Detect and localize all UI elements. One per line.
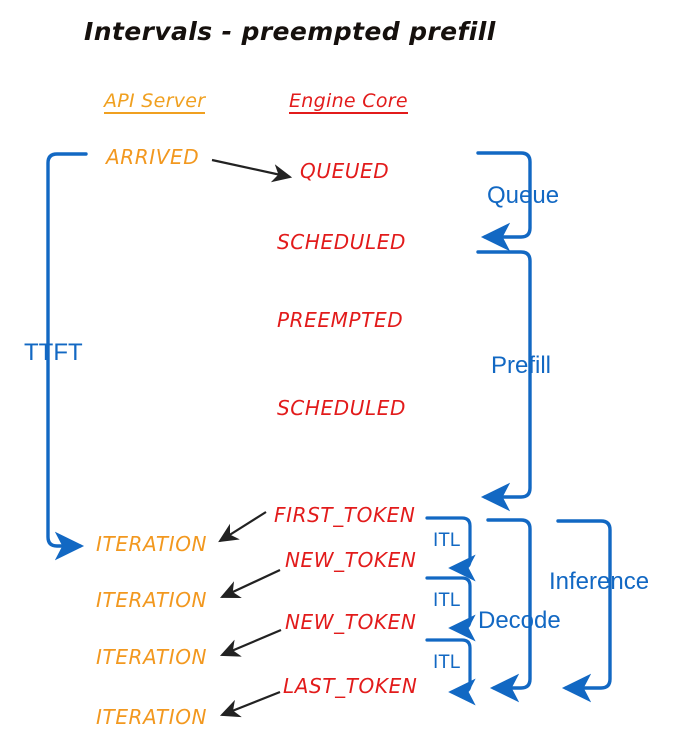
interval-label-inference: Inference: [549, 568, 650, 595]
engine-event-first-token: FIRST_TOKEN: [274, 503, 416, 527]
itl-bracket-3: [425, 638, 476, 706]
itl-bracket-2: [425, 576, 476, 642]
interval-label-queue: Queue: [487, 182, 560, 209]
arrow-last-token-to-iteration: [219, 690, 281, 718]
interval-label-itl-2: ITL: [433, 590, 461, 611]
arrow-first-token-to-iteration: [218, 511, 267, 543]
engine-event-new-token-2: NEW_TOKEN: [285, 610, 417, 634]
interval-label-ttft: TTFT: [24, 339, 83, 366]
interval-label-itl-1: ITL: [433, 530, 461, 551]
arrow-arrived-to-queued: [211, 158, 293, 183]
arrow-new-token-1-to-iteration: [220, 569, 281, 598]
inference-bracket: [556, 519, 612, 703]
queue-bracket: [476, 151, 532, 252]
engine-event-queued: QUEUED: [300, 159, 390, 183]
decode-bracket: [486, 518, 532, 703]
api-event-iteration-4: ITERATION: [96, 705, 208, 729]
engine-event-last-token: LAST_TOKEN: [283, 674, 418, 698]
prefill-bracket: [476, 250, 532, 512]
column-header-api-server: API Server: [104, 90, 206, 114]
interval-label-decode: Decode: [478, 607, 561, 634]
interval-label-itl-3: ITL: [433, 652, 461, 673]
column-header-engine-core: Engine Core: [289, 90, 408, 114]
engine-event-scheduled-2: SCHEDULED: [277, 396, 406, 420]
arrow-new-token-2-to-iteration: [219, 628, 282, 657]
engine-event-preempted: PREEMPTED: [277, 308, 404, 332]
api-event-iteration-1: ITERATION: [96, 532, 208, 556]
ttft-bracket: [46, 152, 88, 561]
api-event-iteration-2: ITERATION: [96, 588, 208, 612]
api-event-arrived: ARRIVED: [106, 145, 200, 169]
engine-event-new-token-1: NEW_TOKEN: [285, 548, 417, 572]
api-event-iteration-3: ITERATION: [96, 645, 208, 669]
itl-bracket-1: [425, 516, 476, 582]
engine-event-scheduled-1: SCHEDULED: [277, 230, 406, 254]
interval-label-prefill: Prefill: [491, 352, 552, 379]
page-title: Intervals - preempted prefill: [84, 17, 496, 46]
